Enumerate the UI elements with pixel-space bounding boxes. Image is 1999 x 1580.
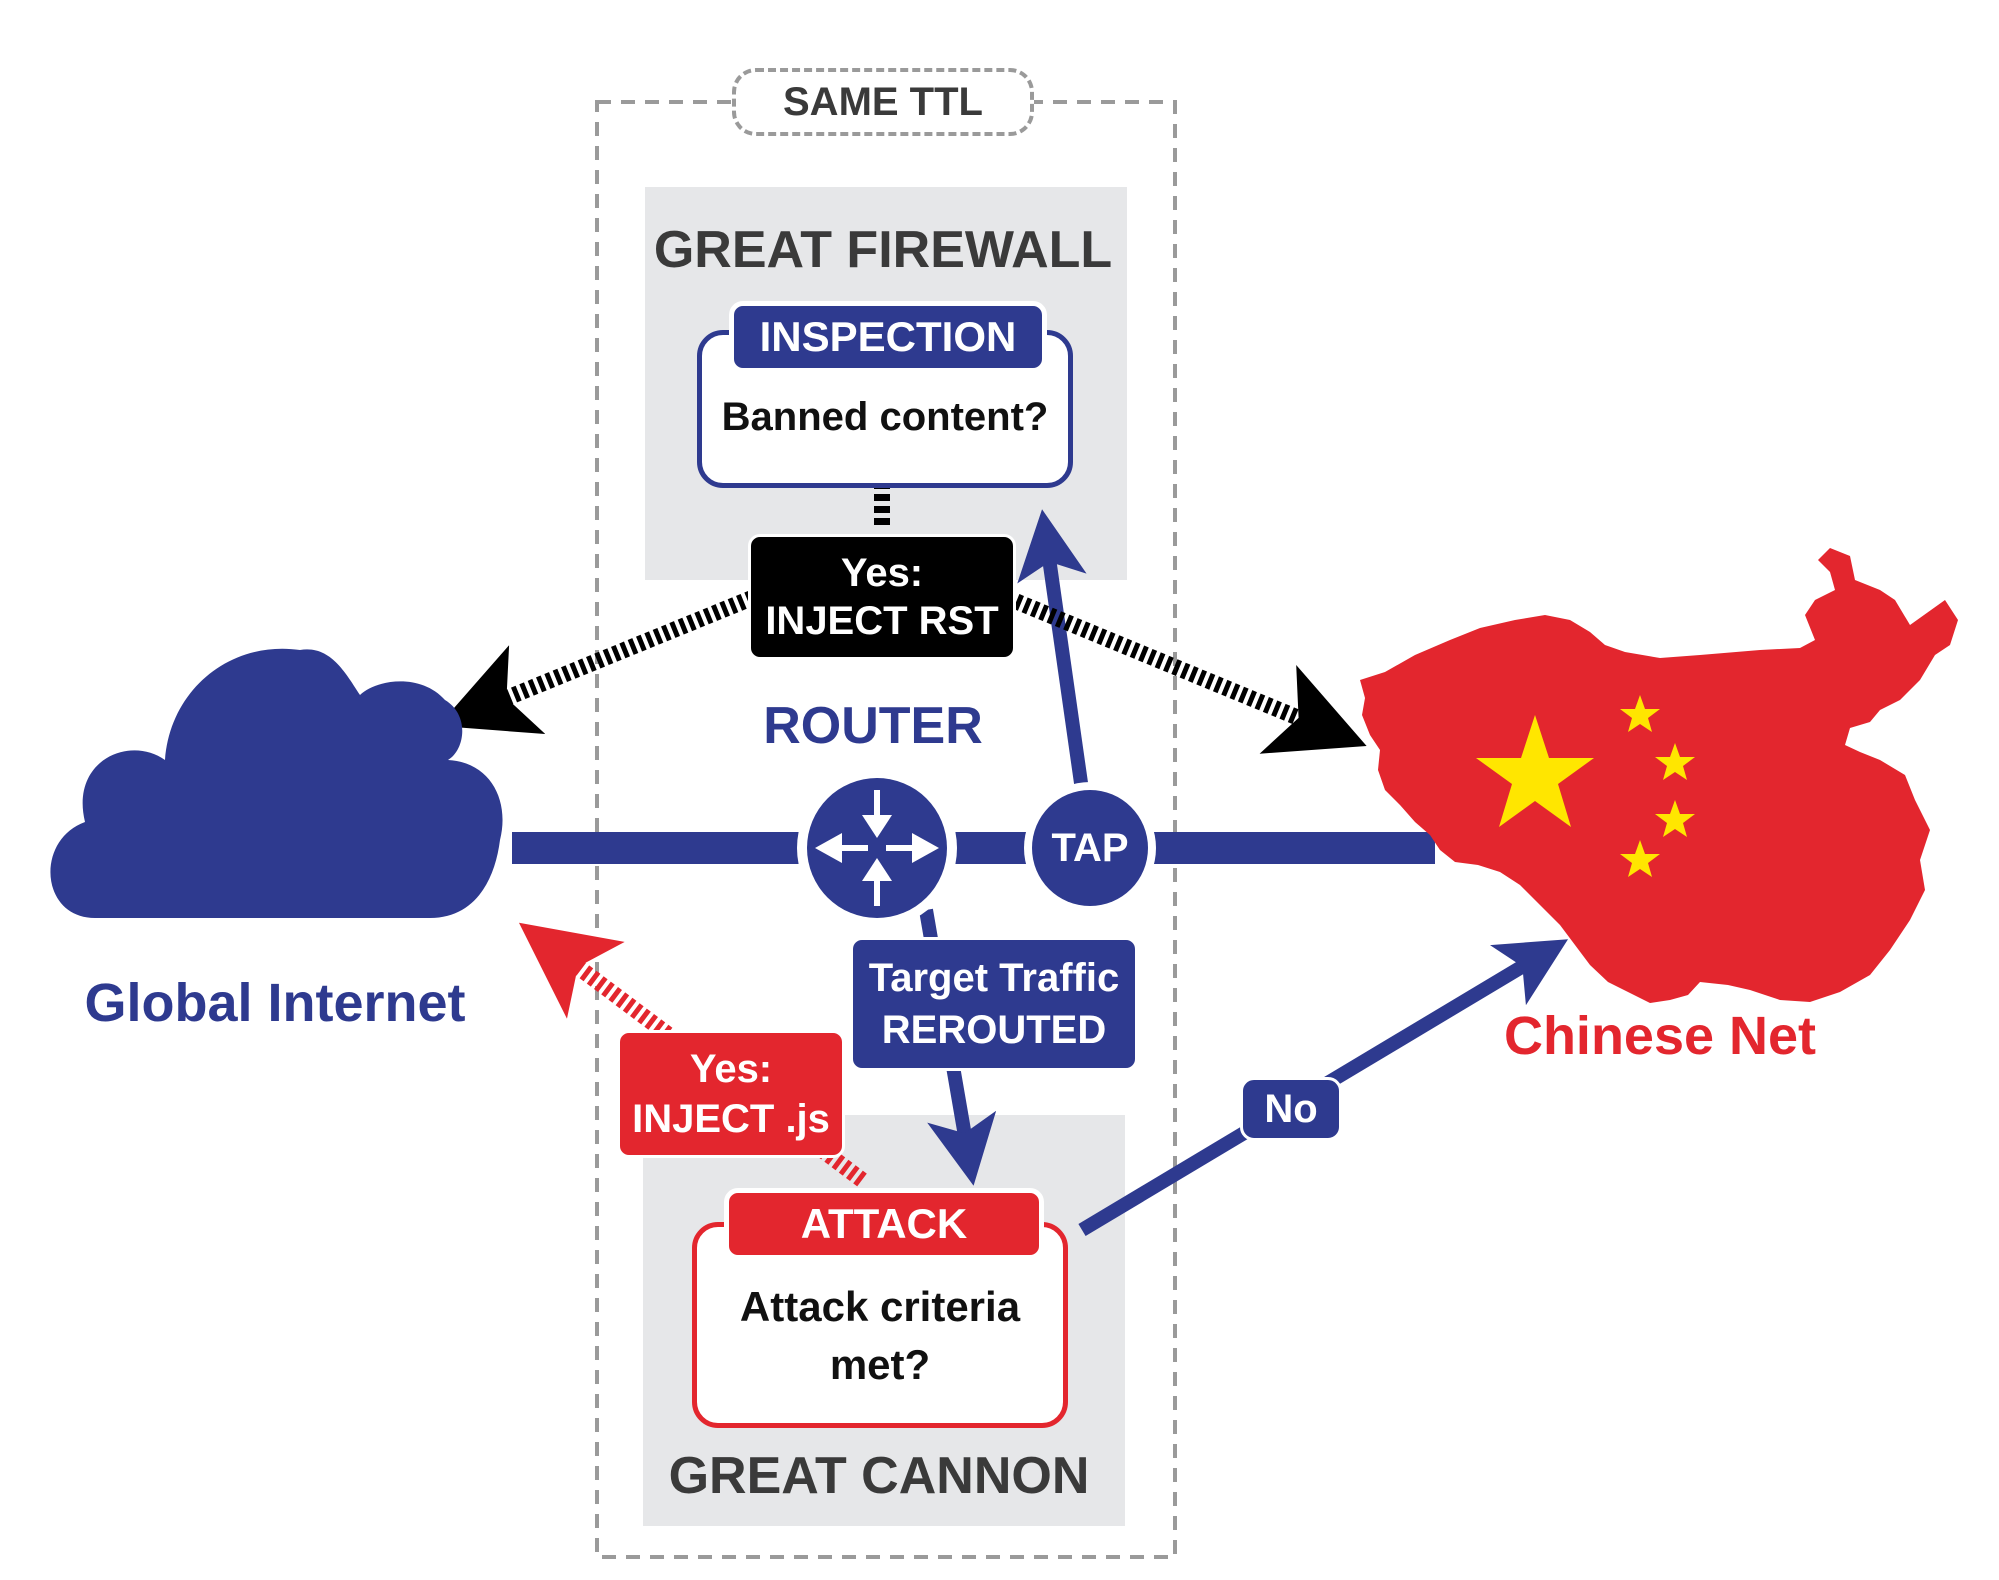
inject-js-yes: Yes:: [689, 1047, 773, 1091]
china-map-icon: [1360, 548, 1958, 1003]
inspection-question: Banned content?: [721, 395, 1049, 439]
tap-to-inspection-arrow: [1017, 509, 1089, 791]
inject-rst-label: INJECT RST: [765, 599, 999, 643]
small-star-icon: [1655, 743, 1695, 780]
rst-to-china-arrow: [1004, 590, 1367, 754]
small-star-icon: [1655, 800, 1695, 837]
inject-rst-yes: Yes:: [840, 551, 924, 595]
inject-rst-box: Yes: INJECT RST: [748, 534, 1016, 660]
inspection-header: INSPECTION: [729, 301, 1047, 373]
router-icon: [797, 768, 957, 928]
rst-to-internet-arrow: [438, 590, 756, 735]
small-star-icon: [1620, 840, 1660, 877]
great-cannon-title: GREAT CANNON: [668, 1447, 1090, 1505]
attack-question-line2: met?: [829, 1341, 931, 1388]
tap-node-icon: [1024, 782, 1156, 914]
inject-js-label: INJECT .js: [632, 1097, 830, 1141]
same-ttl-label: SAME TTL: [783, 79, 983, 124]
rerouted-box: Target Traffic REROUTED: [850, 937, 1138, 1071]
global-internet-label: Global Internet: [84, 973, 466, 1033]
chinese-net-label: Chinese Net: [1503, 1006, 1817, 1066]
rerouted-line2: REROUTED: [881, 1008, 1107, 1052]
inject-js-box: Yes: INJECT .js: [617, 1030, 845, 1158]
router-label: ROUTER: [763, 697, 983, 755]
cloud-icon: [50, 648, 503, 918]
large-star-icon: [1476, 715, 1594, 827]
no-label: No: [1240, 1077, 1342, 1141]
small-star-icon: [1620, 695, 1660, 732]
attack-header: ATTACK: [724, 1188, 1044, 1260]
rerouted-line1: Target Traffic: [868, 956, 1120, 1000]
same-ttl-badge: SAME TTL: [732, 68, 1034, 136]
tap-label: TAP: [1051, 826, 1129, 870]
great-firewall-title: GREAT FIREWALL: [653, 221, 1113, 279]
attack-question-line1: Attack criteria: [739, 1283, 1021, 1330]
